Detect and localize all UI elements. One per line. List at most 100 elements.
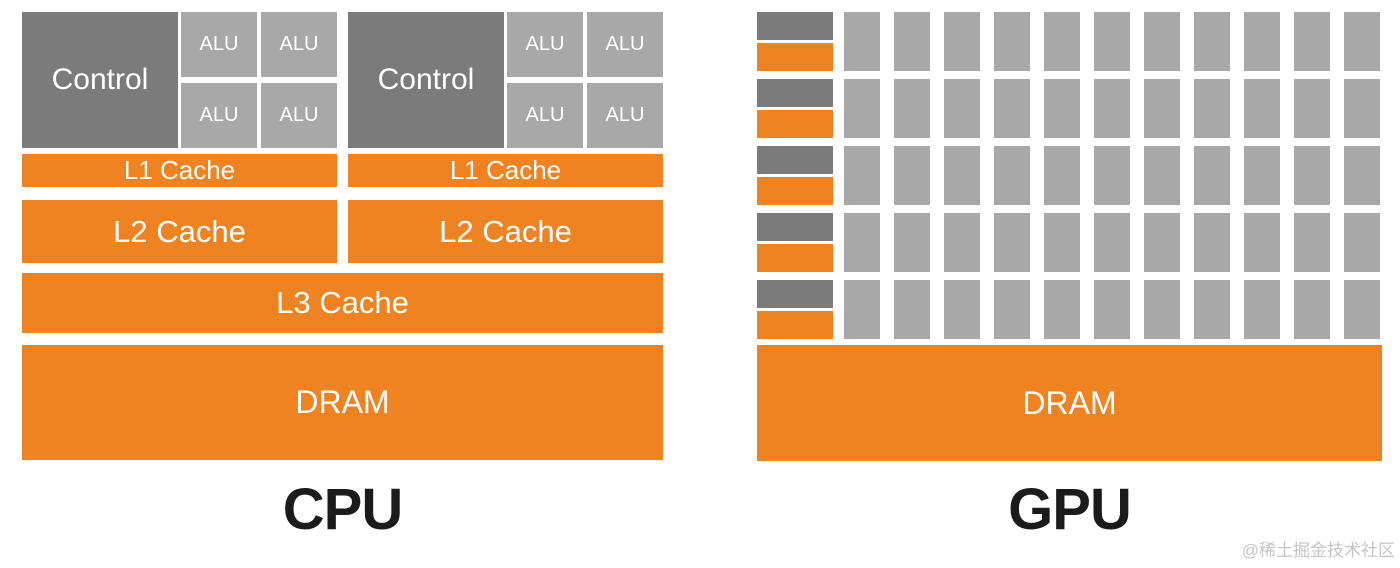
- gpu-alu-cell: [894, 280, 930, 339]
- gpu-alu-cell: [1344, 213, 1380, 272]
- gpu-alu-cell: [944, 12, 980, 71]
- gpu-alu-cell: [1194, 213, 1230, 272]
- gpu-alu-cell: [1244, 213, 1280, 272]
- gpu-alu-cell: [844, 280, 880, 339]
- gpu-alu-cell: [994, 12, 1030, 71]
- gpu-alu-cell: [944, 79, 980, 138]
- gpu-alu-cell: [1144, 146, 1180, 205]
- gpu-alu-cell: [1294, 280, 1330, 339]
- gpu-alu-row: [844, 79, 1380, 138]
- watermark: @稀土掘金技术社区: [1241, 541, 1395, 560]
- alu-block: ALU: [587, 83, 663, 148]
- gpu-alu-cell: [1294, 12, 1330, 71]
- gpu-control-cache-pair: [757, 280, 833, 339]
- alu-block: ALU: [261, 12, 337, 77]
- gpu-alu-cell: [1144, 280, 1180, 339]
- gpu-alu-cell: [1344, 146, 1380, 205]
- l2-cache-bar: L2 Cache: [348, 200, 663, 263]
- gpu-alu-cell: [1094, 280, 1130, 339]
- gpu-alu-cell: [1094, 146, 1130, 205]
- gpu-alu-cell: [1244, 146, 1280, 205]
- gpu-alu-cell: [1194, 12, 1230, 71]
- gpu-alu-cell: [1194, 280, 1230, 339]
- gpu-alu-cell: [1244, 12, 1280, 71]
- gpu-alu-row: [844, 12, 1380, 71]
- gpu-alu-cell: [1094, 79, 1130, 138]
- gpu-control-block: [757, 213, 833, 241]
- gpu-row: [757, 79, 1382, 138]
- gpu-alu-cell: [994, 213, 1030, 272]
- gpu-row: [757, 213, 1382, 272]
- gpu-alu-cell: [1044, 280, 1080, 339]
- gpu-control-cache-pair: [757, 146, 833, 205]
- gpu-alu-cell: [1144, 213, 1180, 272]
- gpu-alu-cell: [894, 213, 930, 272]
- control-block: Control: [348, 12, 504, 148]
- alu-block: ALU: [587, 12, 663, 77]
- gpu-cache-block: [757, 110, 833, 138]
- cpu-dram-bar: DRAM: [22, 345, 663, 460]
- gpu-alu-cell: [1344, 79, 1380, 138]
- gpu-label: GPU: [1008, 476, 1132, 542]
- gpu-alu-cell: [894, 146, 930, 205]
- gpu-control-block: [757, 146, 833, 174]
- gpu-alu-row: [844, 146, 1380, 205]
- gpu-alu-cell: [994, 280, 1030, 339]
- l3-cache-bar: L3 Cache: [22, 273, 663, 333]
- gpu-alu-row: [844, 280, 1380, 339]
- alu-block: ALU: [181, 12, 257, 77]
- gpu-row: [757, 12, 1382, 71]
- cpu-core-1: Control ALU ALU ALU ALU L1 Cache L2 Cach…: [22, 12, 337, 263]
- gpu-alu-cell: [944, 146, 980, 205]
- gpu-alu-cell: [1144, 79, 1180, 138]
- control-block: Control: [22, 12, 178, 148]
- gpu-alu-cell: [1344, 12, 1380, 71]
- gpu-control-block: [757, 79, 833, 107]
- gpu-alu-cell: [1044, 12, 1080, 71]
- gpu-alu-cell: [994, 146, 1030, 205]
- alu-block: ALU: [507, 12, 583, 77]
- gpu-alu-cell: [994, 79, 1030, 138]
- gpu-alu-cell: [1294, 146, 1330, 205]
- gpu-control-block: [757, 280, 833, 308]
- l1-cache-bar: L1 Cache: [348, 154, 663, 187]
- alu-block: ALU: [261, 83, 337, 148]
- gpu-alu-cell: [844, 12, 880, 71]
- gpu-alu-cell: [944, 280, 980, 339]
- gpu-rows: [757, 12, 1382, 339]
- gpu-control-block: [757, 12, 833, 40]
- gpu-control-cache-pair: [757, 213, 833, 272]
- gpu-alu-cell: [1044, 213, 1080, 272]
- gpu-alu-cell: [1194, 79, 1230, 138]
- gpu-dram-bar: DRAM: [757, 345, 1382, 461]
- gpu-alu-cell: [944, 213, 980, 272]
- gpu-alu-cell: [844, 79, 880, 138]
- gpu-alu-cell: [1144, 12, 1180, 71]
- gpu-control-cache-pair: [757, 79, 833, 138]
- gpu-alu-cell: [894, 12, 930, 71]
- gpu-cache-block: [757, 177, 833, 205]
- gpu-row: [757, 280, 1382, 339]
- gpu-alu-cell: [1244, 79, 1280, 138]
- gpu-cache-block: [757, 43, 833, 71]
- l1-cache-bar: L1 Cache: [22, 154, 337, 187]
- gpu-alu-cell: [1344, 280, 1380, 339]
- gpu-alu-cell: [1044, 79, 1080, 138]
- gpu-control-cache-pair: [757, 12, 833, 71]
- gpu-alu-cell: [844, 213, 880, 272]
- gpu-row: [757, 146, 1382, 205]
- gpu-alu-cell: [1094, 12, 1130, 71]
- gpu-alu-row: [844, 213, 1380, 272]
- gpu-alu-cell: [1294, 213, 1330, 272]
- gpu-alu-cell: [894, 79, 930, 138]
- gpu-alu-cell: [1244, 280, 1280, 339]
- alu-block: ALU: [507, 83, 583, 148]
- alu-block: ALU: [181, 83, 257, 148]
- gpu-alu-cell: [844, 146, 880, 205]
- gpu-alu-cell: [1044, 146, 1080, 205]
- l2-cache-bar: L2 Cache: [22, 200, 337, 263]
- gpu-cache-block: [757, 311, 833, 339]
- cpu-core-2: Control ALU ALU ALU ALU L1 Cache L2 Cach…: [348, 12, 663, 263]
- gpu-alu-cell: [1094, 213, 1130, 272]
- gpu-cache-block: [757, 244, 833, 272]
